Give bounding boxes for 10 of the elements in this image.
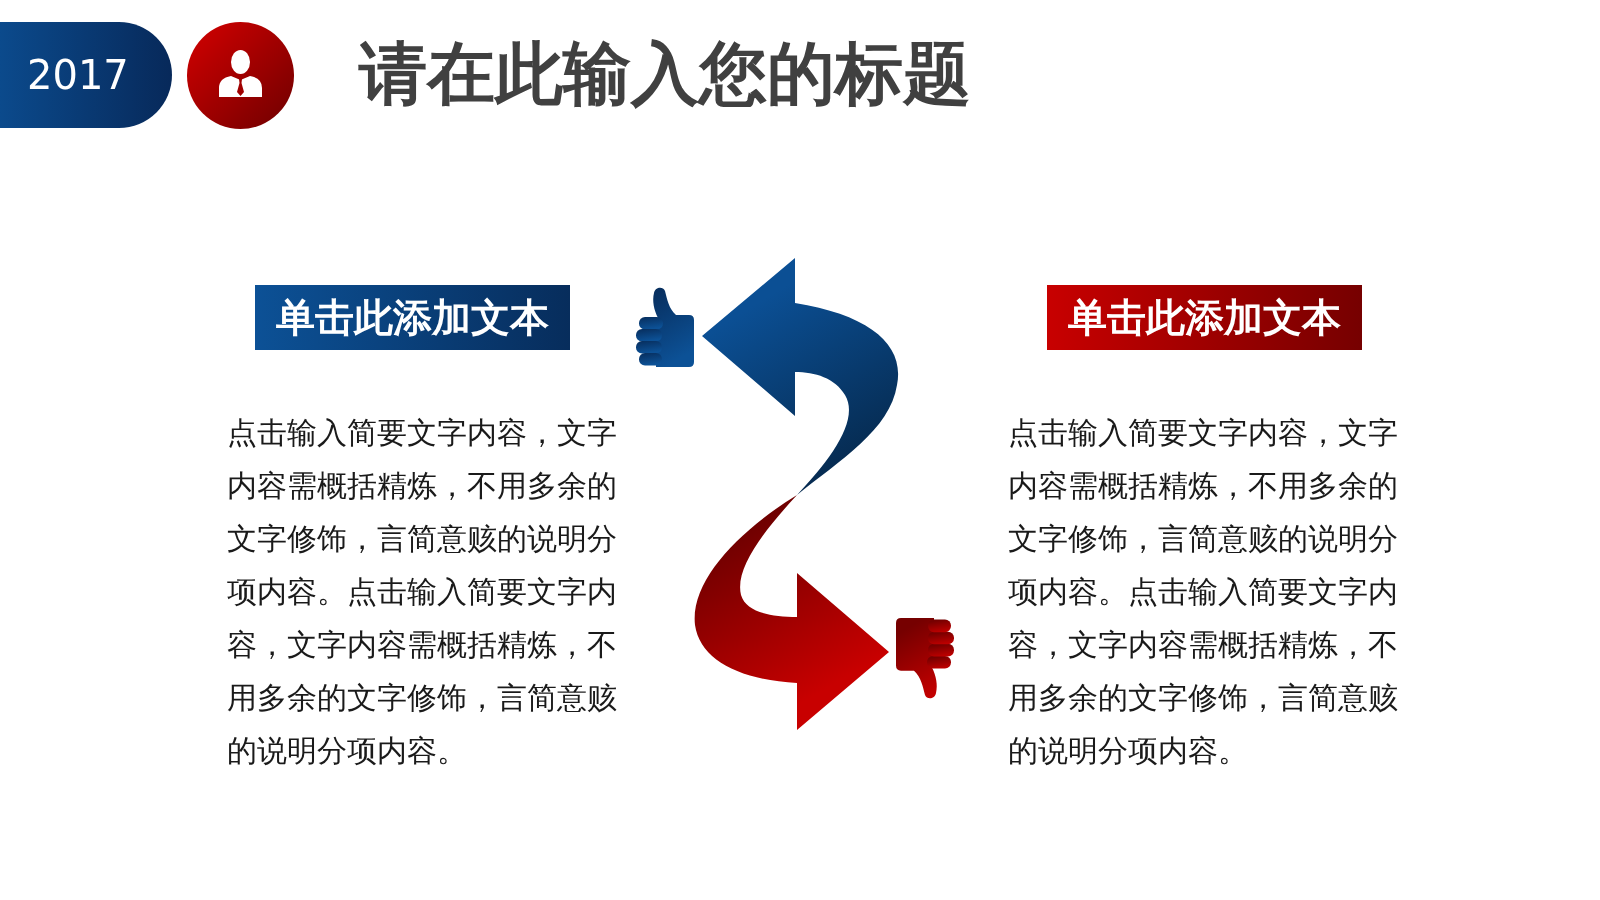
heading-banner: 单击此添加文本: [255, 285, 570, 350]
thumbs-down-icon: [896, 618, 954, 700]
description-text: 点击输入简要文字内容，文字内容需概括精炼，不用多余的文字修饰，言简意赅的说明分项内容。点击输入简要文字内容，文字内容需概括精炼，不用多余的文字修饰，言简意赅的说明分项内容。: [1008, 414, 1399, 770]
description-text: 点击输入简要文字内容，文字内容需概括精炼，不用多余的文字修饰，言简意赅的说明分项内容。点击输入简要文字内容，文字内容需概括精炼，不用多余的文字修饰，言简意赅的说明分项内容。: [227, 414, 618, 770]
thumbs-up-icon: [636, 286, 694, 367]
curved-arrow: [702, 258, 899, 495]
heading-banner: 单击此添加文本: [1047, 285, 1362, 350]
year-badge: 2017: [0, 22, 172, 128]
curved-arrow: [694, 495, 889, 730]
slide-title: 请在此输入您的标题: [359, 38, 971, 110]
